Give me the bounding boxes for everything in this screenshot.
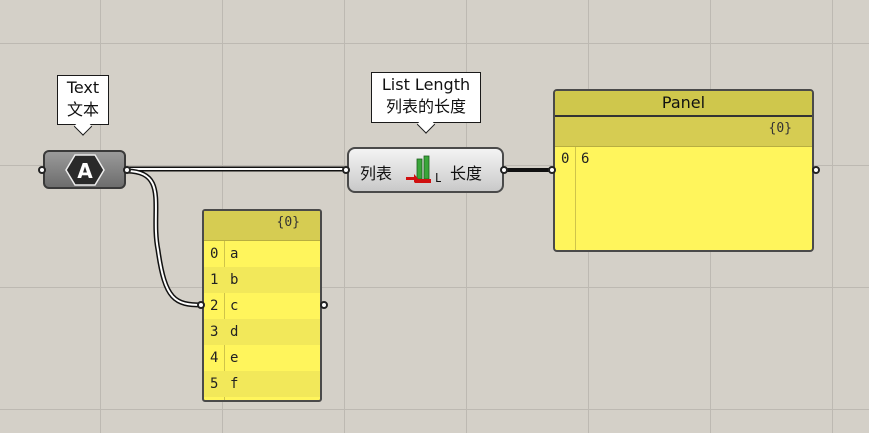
data-path-label: {0} <box>276 215 300 230</box>
item-index: 5 <box>210 376 219 392</box>
list-length-tooltip: List Length 列表的长度 <box>371 72 481 123</box>
item-value: f <box>230 376 239 392</box>
list-item: 5 f <box>204 371 320 397</box>
list-length-icon: L <box>406 155 441 185</box>
list-panel[interactable]: {0} 0 a 1 b 2 c 3 d 4 e 5 f <box>202 209 322 402</box>
item-value: e <box>230 350 239 366</box>
list-input-label[interactable]: 列表 <box>360 164 393 183</box>
panel-title: Panel <box>555 91 812 117</box>
item-index: 1 <box>210 272 219 288</box>
list-panel-output-port[interactable] <box>320 301 328 309</box>
tooltip-line-en: Text <box>66 78 100 97</box>
item-value: 6 <box>581 151 590 167</box>
list-panel-input-port[interactable] <box>197 301 205 309</box>
result-panel-output-port[interactable] <box>812 166 820 174</box>
item-value: d <box>230 324 239 340</box>
item-index: 0 <box>561 151 570 167</box>
list-panel-header: {0} <box>204 211 320 241</box>
letter-a-hex-icon: A <box>64 153 105 186</box>
tooltip-line-cn: 列表的长度 <box>385 97 466 116</box>
tooltip-line-cn: 文本 <box>66 100 99 119</box>
list-item: 2 c <box>204 293 320 319</box>
list-length-input-port[interactable] <box>342 166 350 174</box>
item-index: 0 <box>210 246 219 262</box>
wire-text-to-list-panel <box>125 168 203 308</box>
result-panel[interactable]: Panel {0} 0 6 <box>553 89 814 252</box>
list-length-component[interactable]: 列表 L 长度 <box>347 147 504 193</box>
list-item: 3 d <box>204 319 320 345</box>
list-item: 1 b <box>204 267 320 293</box>
text-param-output-port[interactable] <box>123 166 131 174</box>
item-index: 3 <box>210 324 219 340</box>
text-param-input-port[interactable] <box>38 166 46 174</box>
result-panel-input-port[interactable] <box>548 166 556 174</box>
item-value: a <box>230 246 239 262</box>
tooltip-line-en: List Length <box>381 75 471 94</box>
text-param-tooltip: Text 文本 <box>57 75 109 125</box>
item-value: c <box>230 298 239 314</box>
data-path-label: {0} <box>768 121 792 136</box>
item-index: 2 <box>210 298 219 314</box>
svg-text:A: A <box>77 159 93 183</box>
panel-path-header: {0} <box>555 117 812 147</box>
item-index: 4 <box>210 350 219 366</box>
length-output-label[interactable]: 长度 <box>450 164 483 183</box>
list-length-output-port[interactable] <box>500 166 508 174</box>
svg-text:L: L <box>435 171 441 185</box>
list-item: 0 a <box>204 241 320 267</box>
list-item: 0 6 <box>555 147 812 171</box>
index-separator <box>575 147 576 250</box>
text-param-component[interactable]: A <box>43 150 126 189</box>
item-value: b <box>230 272 239 288</box>
list-item: 4 e <box>204 345 320 371</box>
